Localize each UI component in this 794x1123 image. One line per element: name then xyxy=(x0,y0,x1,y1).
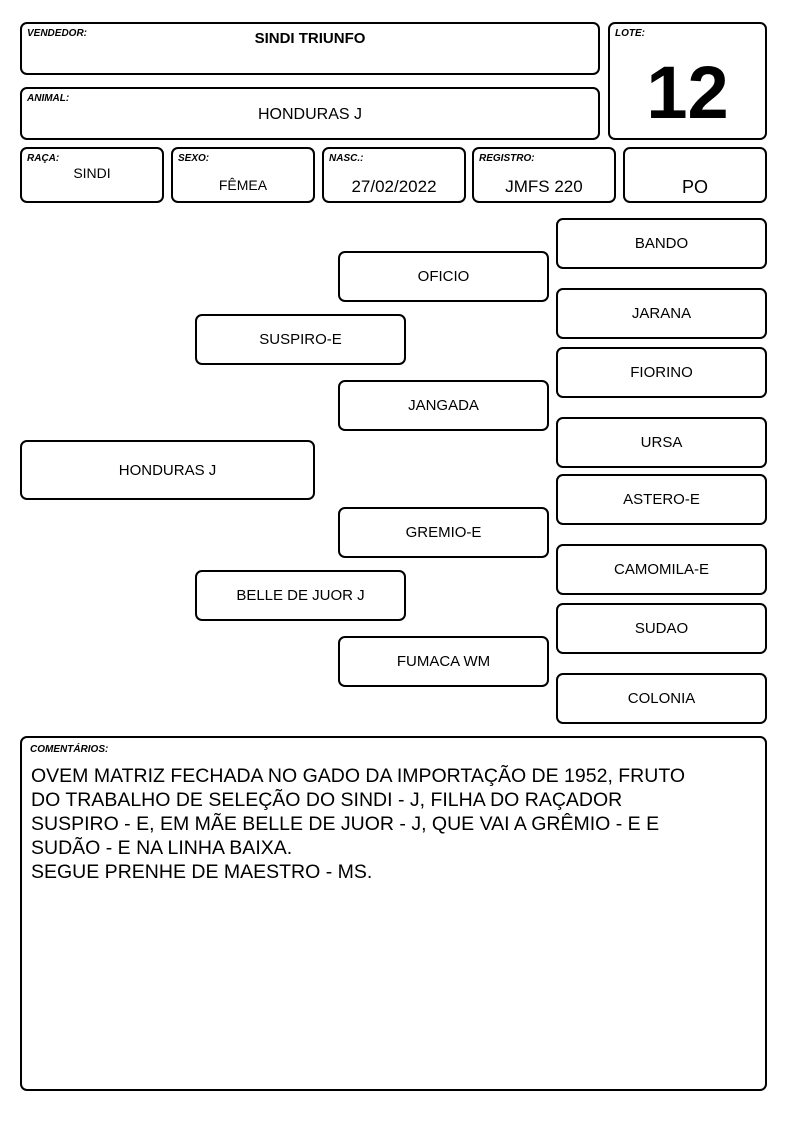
vendedor-label: VENDEDOR: xyxy=(27,28,88,39)
pedigree-dam: BELLE DE JUOR J xyxy=(195,570,406,621)
comment-line: OVEM MATRIZ FECHADA NO GADO DA IMPORTAÇÃ… xyxy=(31,765,686,787)
pedigree-gen3-item: BANDO xyxy=(556,218,767,269)
vendedor-value: SINDI TRIUNFO xyxy=(254,30,366,47)
nasc-value: 27/02/2022 xyxy=(351,177,437,196)
pedigree-animal: HONDURAS J xyxy=(20,440,315,500)
registro-label: REGISTRO: xyxy=(479,153,535,164)
nasc-box: NASC.: 27/02/2022 xyxy=(322,147,466,203)
raca-label: RAÇA: xyxy=(27,153,60,164)
sexo-value: FÊMEA xyxy=(218,177,268,193)
lote-value: 12 xyxy=(646,51,729,134)
categoria-value: PO xyxy=(681,177,708,197)
pedigree-dam-sire: GREMIO-E xyxy=(338,507,549,558)
lote-label: LOTE: xyxy=(615,28,645,39)
raca-box: RAÇA: SINDI xyxy=(20,147,164,203)
nasc-label: NASC.: xyxy=(329,153,364,164)
pedigree-gen3-item: ASTERO-E xyxy=(556,474,767,525)
comment-line: DO TRABALHO DE SELEÇÃO DO SINDI - J, FIL… xyxy=(31,789,623,811)
pedigree-gen3-item: COLONIA xyxy=(556,673,767,724)
animal-box: ANIMAL: HONDURAS J xyxy=(20,87,600,140)
pedigree-gen3-item: JARANA xyxy=(556,288,767,339)
pedigree-gen3-item: FIORINO xyxy=(556,347,767,398)
comment-line: SUSPIRO - E, EM MÃE BELLE DE JUOR - J, Q… xyxy=(31,813,660,835)
sexo-label: SEXO: xyxy=(178,153,210,164)
pedigree-sire-dam: JANGADA xyxy=(338,380,549,431)
sexo-box: SEXO: FÊMEA xyxy=(171,147,315,203)
categoria-box: PO xyxy=(623,147,767,203)
comment-line: SEGUE PRENHE DE MAESTRO - MS. xyxy=(31,861,373,883)
registro-value: JMFS 220 xyxy=(505,177,583,196)
comment-line: SUDÃO - E NA LINHA BAIXA. xyxy=(31,837,293,859)
pedigree-dam-dam: FUMACA WM xyxy=(338,636,549,687)
animal-value: HONDURAS J xyxy=(257,106,362,123)
pedigree-sire-sire: OFICIO xyxy=(338,251,549,302)
comments-text: OVEM MATRIZ FECHADA NO GADO DA IMPORTAÇÃ… xyxy=(31,764,745,884)
animal-label: ANIMAL: xyxy=(27,93,70,104)
raca-value: SINDI xyxy=(73,165,111,181)
pedigree-gen3-item: SUDAO xyxy=(556,603,767,654)
comments-label: COMENTÁRIOS: xyxy=(30,744,109,755)
pedigree-sire: SUSPIRO-E xyxy=(195,314,406,365)
registro-box: REGISTRO: JMFS 220 xyxy=(472,147,616,203)
pedigree-gen3-item: CAMOMILA-E xyxy=(556,544,767,595)
vendedor-box: VENDEDOR: SINDI TRIUNFO xyxy=(20,22,600,75)
lote-box: LOTE: 12 xyxy=(608,22,767,140)
pedigree-gen3-item: URSA xyxy=(556,417,767,468)
comments-box: COMENTÁRIOS: OVEM MATRIZ FECHADA NO GADO… xyxy=(20,736,767,1091)
